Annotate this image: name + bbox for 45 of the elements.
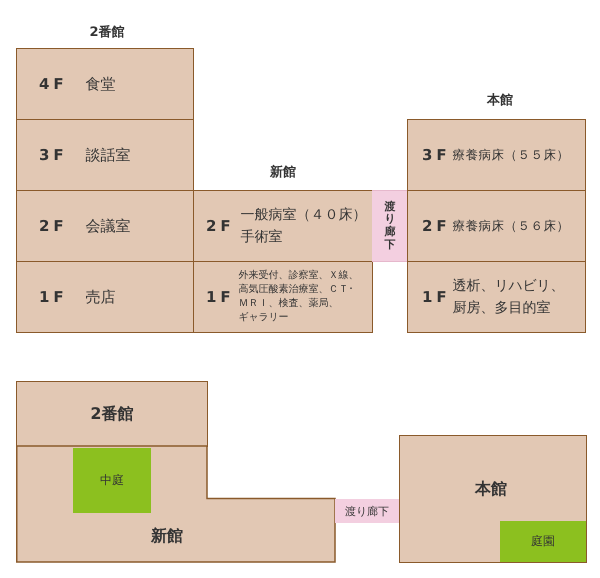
floor-box	[16, 261, 194, 333]
garden-label: 庭園	[531, 533, 555, 550]
room-text: 売店	[86, 287, 116, 308]
room-text: 談話室	[86, 145, 131, 166]
corridor-label: 渡り廊下	[384, 200, 396, 252]
floor-box	[407, 261, 586, 333]
floor-label: 3F	[422, 146, 451, 164]
corridor-box	[372, 190, 408, 262]
floor-box	[193, 190, 373, 262]
room-text: 一般病室（４０床）	[240, 206, 368, 225]
floor-label: 2F	[39, 217, 68, 235]
floor-label: 1F	[422, 288, 451, 306]
floor-box	[16, 48, 194, 120]
building-name: 本館	[475, 479, 507, 500]
building-heading: 2番館	[89, 24, 125, 41]
building-box	[16, 381, 208, 447]
room-text: 外来受付、診察室、Ｘ線、高気圧酸素治療室、ＣＴ･ＭＲＩ、検査、薬局、ギャラリー	[238, 269, 360, 325]
room-text: 食堂	[86, 74, 116, 95]
garden-box	[500, 521, 586, 562]
floor-label: 2F	[206, 217, 235, 235]
room-text: 療養病床（５６床）	[452, 217, 570, 235]
garden-box	[73, 448, 151, 513]
floor-box	[407, 119, 586, 191]
floor-label: 1F	[206, 288, 235, 306]
floor-box	[16, 119, 194, 191]
floor-label: 2F	[422, 217, 451, 235]
corridor-box	[335, 499, 399, 523]
building-heading: 本館	[487, 92, 513, 109]
floor-box	[407, 190, 586, 262]
garden-label: 中庭	[100, 472, 124, 489]
room-text: 療養病床（５５床）	[452, 146, 570, 164]
building-heading: 新館	[270, 164, 296, 181]
floor-box	[16, 190, 194, 262]
room-text: 手術室	[240, 228, 284, 247]
room-text: 会議室	[86, 216, 131, 237]
building-name: 新館	[151, 526, 183, 547]
floor-box	[193, 261, 373, 333]
corridor-label: 渡り廊下	[345, 504, 389, 518]
floor-label: 4F	[39, 75, 68, 93]
building-box	[16, 446, 336, 563]
floor-label: 1F	[39, 288, 68, 306]
building-name: 2番館	[90, 404, 134, 424]
room-text: 透析、リハビリ、厨房、多目的室	[452, 276, 566, 318]
building-box	[399, 435, 587, 563]
floor-label: 3F	[39, 146, 68, 164]
